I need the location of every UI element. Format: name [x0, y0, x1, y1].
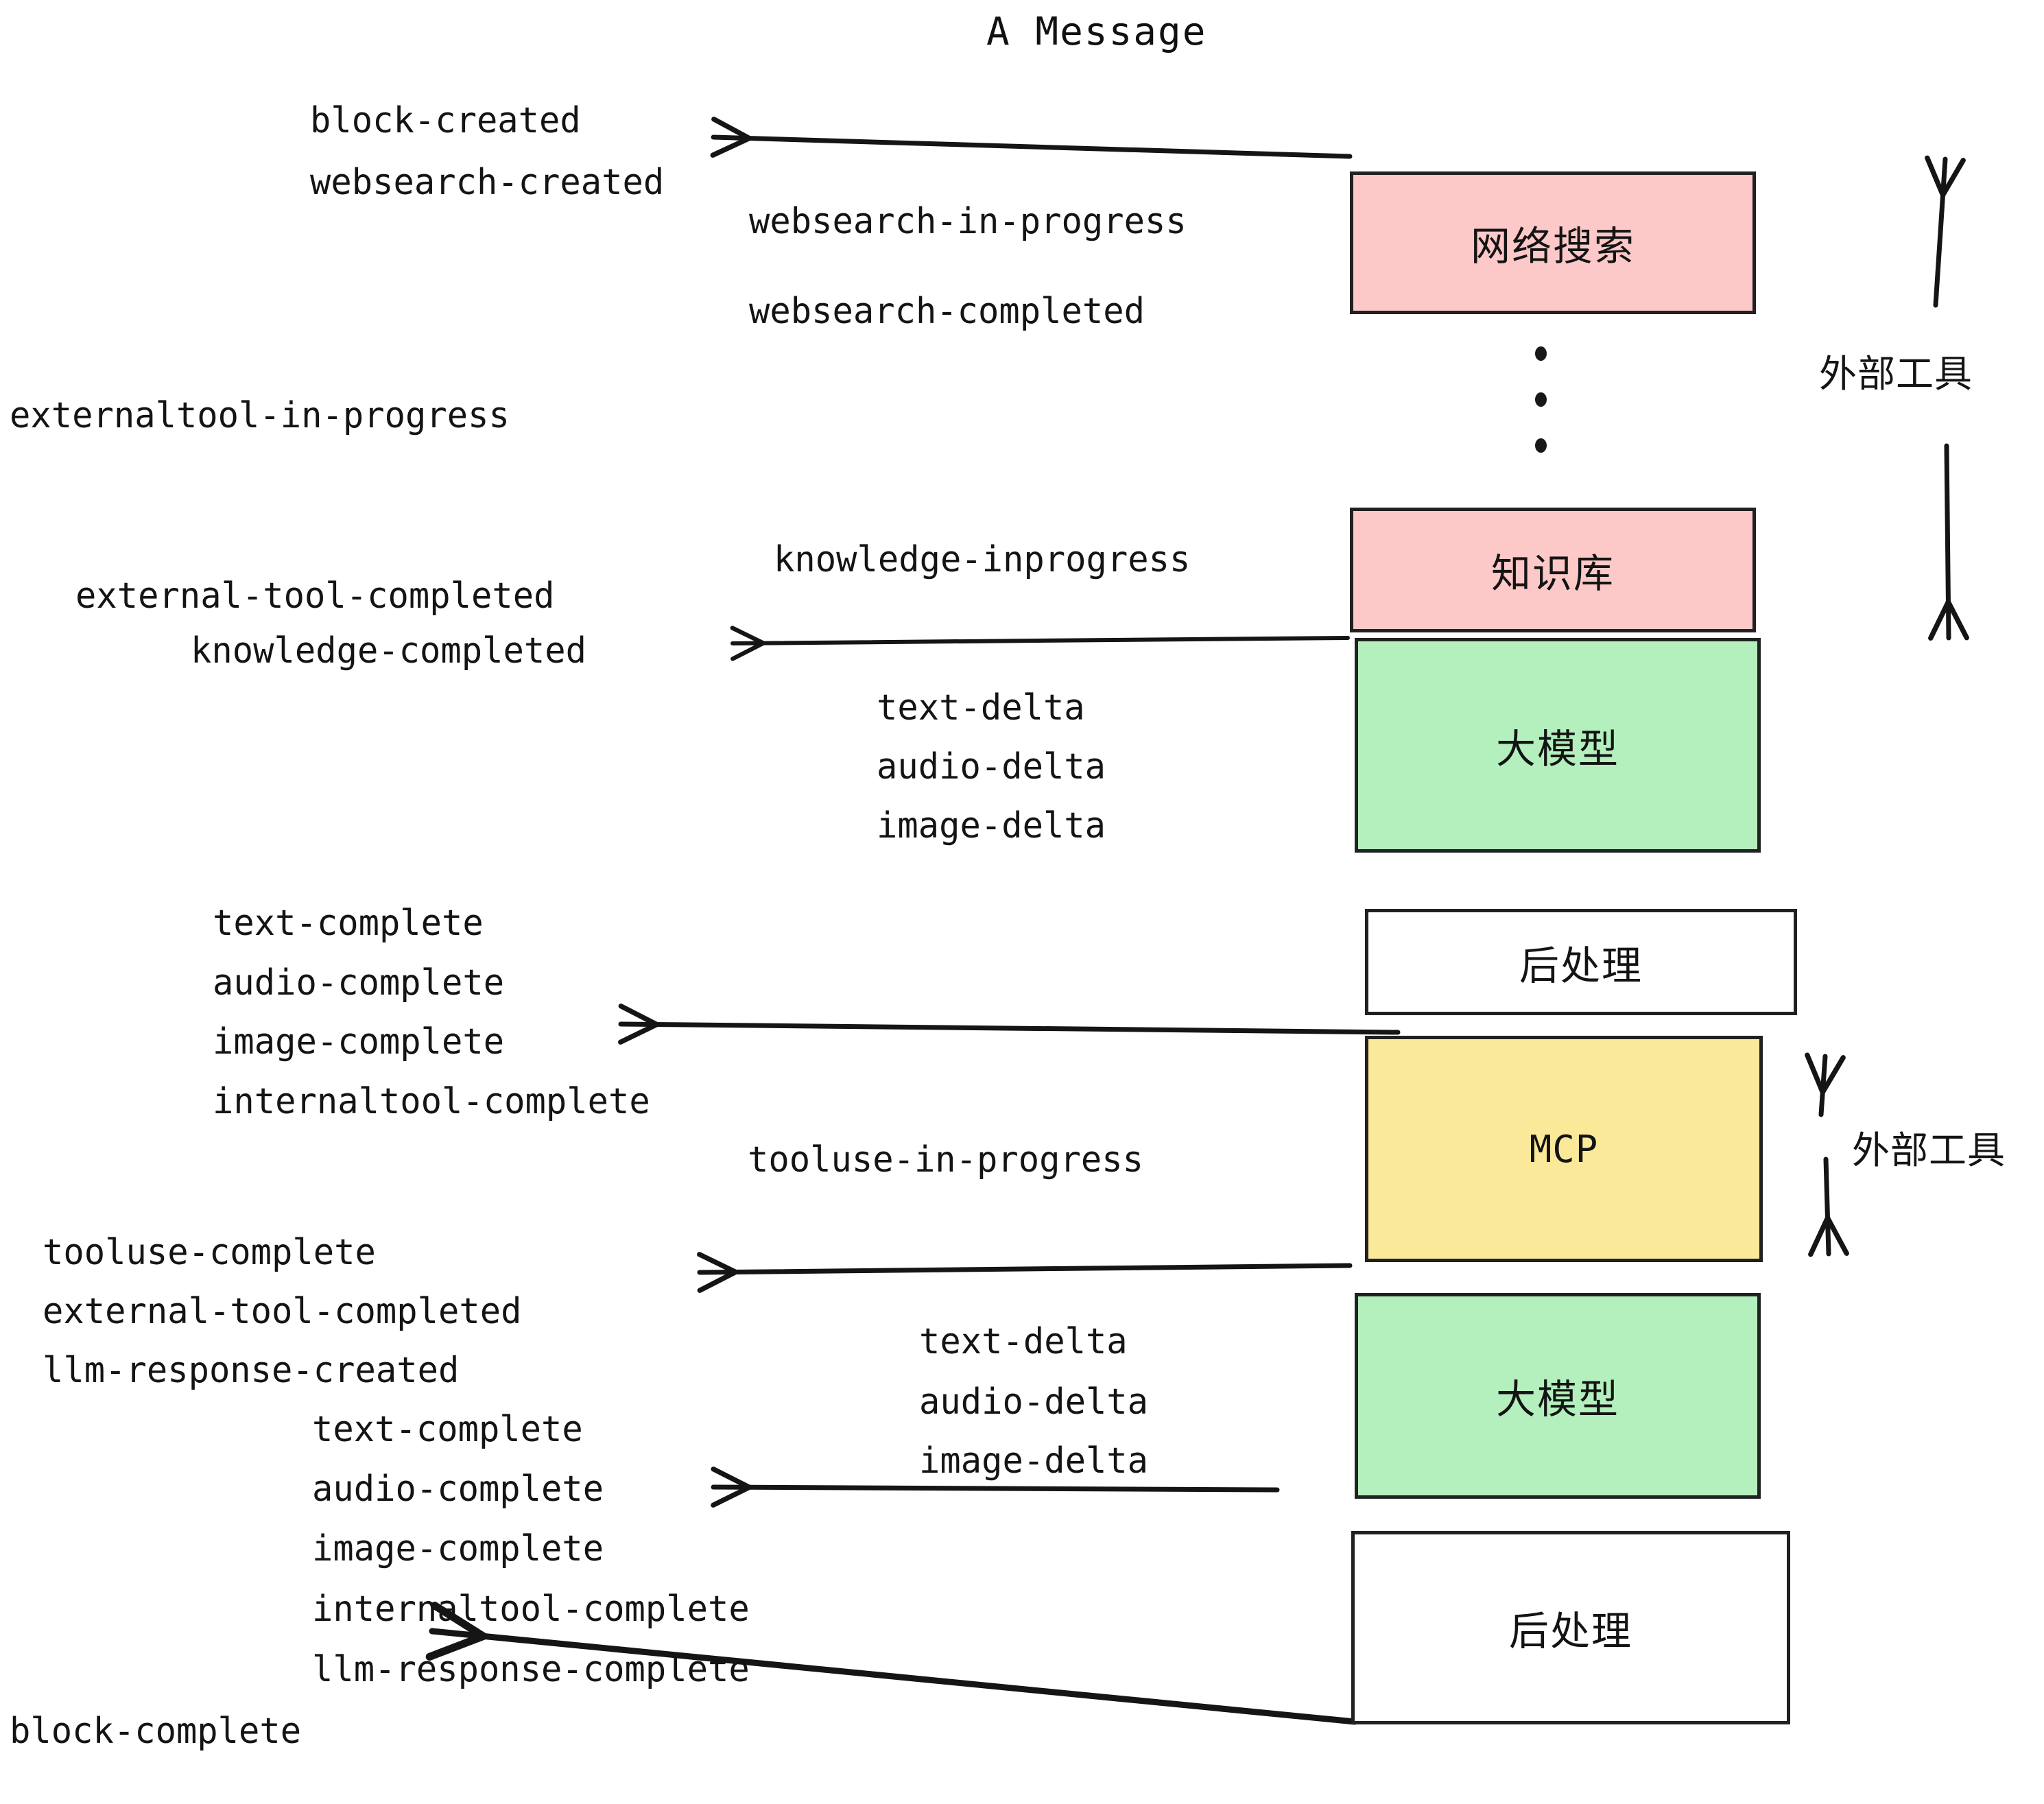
node-postprocess-bottom[interactable]: 后处理: [1351, 1531, 1790, 1724]
event-audio-complete-2: audio-complete: [312, 1469, 604, 1510]
event-llm-response-complete: llm-response-complete: [312, 1649, 750, 1690]
ellipsis-dot: [1534, 346, 1547, 361]
event-websearch-created: websearch-created: [310, 162, 665, 203]
arrow-block-created: [710, 117, 1353, 159]
node-mcp[interactable]: MCP: [1365, 1036, 1763, 1262]
event-image-complete-2: image-complete: [312, 1528, 604, 1569]
event-text-complete-2: text-complete: [312, 1409, 583, 1450]
event-text-delta-2: text-delta: [919, 1321, 1128, 1362]
event-audio-complete-1: audio-complete: [213, 962, 505, 1004]
event-external-tool-completed-2: external-tool-completed: [43, 1291, 522, 1332]
event-websearch-completed: websearch-completed: [749, 291, 1145, 332]
event-audio-delta-2: audio-delta: [919, 1381, 1149, 1423]
side-label-external-tools-top: 外部工具: [1819, 352, 1973, 396]
node-postprocess-bottom-label: 后处理: [1508, 1608, 1632, 1654]
event-image-complete-1: image-complete: [213, 1021, 505, 1063]
event-audio-delta-1: audio-delta: [877, 746, 1106, 787]
node-mcp-label: MCP: [1529, 1127, 1599, 1171]
event-block-complete: block-complete: [10, 1711, 302, 1752]
arrow-knowledge-completed: [730, 626, 1350, 661]
event-text-delta-1: text-delta: [877, 687, 1085, 728]
event-internaltool-complete-1: internaltool-complete: [213, 1081, 650, 1122]
event-text-complete-1: text-complete: [213, 903, 484, 944]
node-postprocess-top[interactable]: 后处理: [1365, 909, 1797, 1015]
node-websearch[interactable]: 网络搜索: [1350, 171, 1756, 314]
node-llm-top[interactable]: 大模型: [1355, 638, 1761, 853]
arrow-tooluse-complete: [697, 1252, 1353, 1293]
external-tools-arrow-top-down: [1928, 443, 1969, 641]
event-knowledge-inprogress: knowledge-inprogress: [774, 539, 1191, 580]
external-tools-arrow-top-up: [1925, 155, 1966, 308]
node-llm-bottom[interactable]: 大模型: [1355, 1293, 1761, 1499]
event-tooluse-complete: tooluse-complete: [43, 1232, 376, 1273]
event-internaltool-complete-2: internaltool-complete: [312, 1589, 750, 1630]
ellipsis-dot: [1534, 392, 1547, 407]
event-tooluse-in-progress: tooluse-in-progress: [748, 1139, 1143, 1180]
event-block-created: block-created: [310, 100, 581, 141]
event-knowledge-completed: knowledge-completed: [191, 630, 586, 672]
event-externaltool-in-progress: externaltool-in-progress: [10, 395, 510, 436]
node-llm-top-label: 大模型: [1495, 725, 1619, 772]
event-websearch-in-progress: websearch-in-progress: [749, 201, 1187, 242]
event-llm-response-created: llm-response-created: [43, 1350, 460, 1391]
page-title: A Message: [986, 10, 1207, 54]
node-llm-bottom-label: 大模型: [1495, 1376, 1619, 1423]
vertical-ellipsis: [1534, 346, 1547, 453]
arrow-audio-complete: [711, 1467, 1280, 1508]
node-knowledge[interactable]: 知识库: [1350, 508, 1756, 632]
node-websearch-label: 网络搜索: [1470, 223, 1635, 270]
node-knowledge-label: 知识库: [1490, 550, 1615, 597]
event-image-delta-1: image-delta: [877, 805, 1106, 846]
external-tools-arrow-bottom-up: [1805, 1052, 1846, 1117]
external-tools-arrow-bottom-down: [1808, 1156, 1849, 1257]
side-label-external-tools-bottom: 外部工具: [1852, 1128, 2006, 1172]
event-image-delta-2: image-delta: [919, 1440, 1149, 1482]
node-postprocess-top-label: 后处理: [1519, 942, 1643, 989]
arrow-image-complete: [618, 1004, 1401, 1045]
ellipsis-dot: [1534, 438, 1547, 453]
event-external-tool-completed-1: external-tool-completed: [75, 575, 555, 617]
